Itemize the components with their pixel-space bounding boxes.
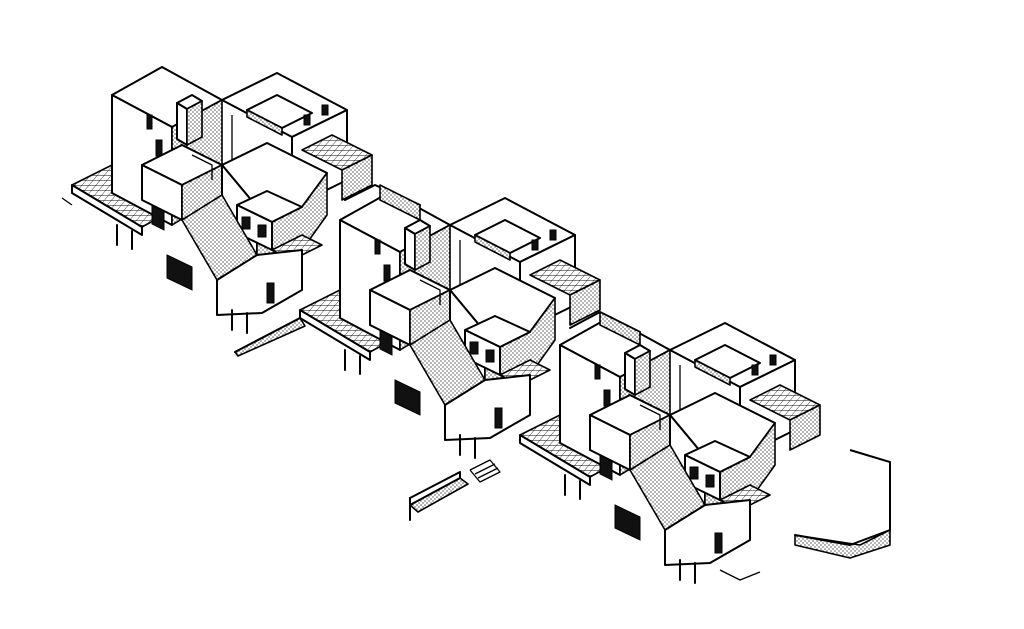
ground-ramp-right [794, 449, 891, 559]
connecting-spine [344, 184, 641, 346]
site-wall-front [409, 459, 501, 521]
ground-line [61, 197, 761, 581]
ground-ramp-left [234, 317, 306, 357]
